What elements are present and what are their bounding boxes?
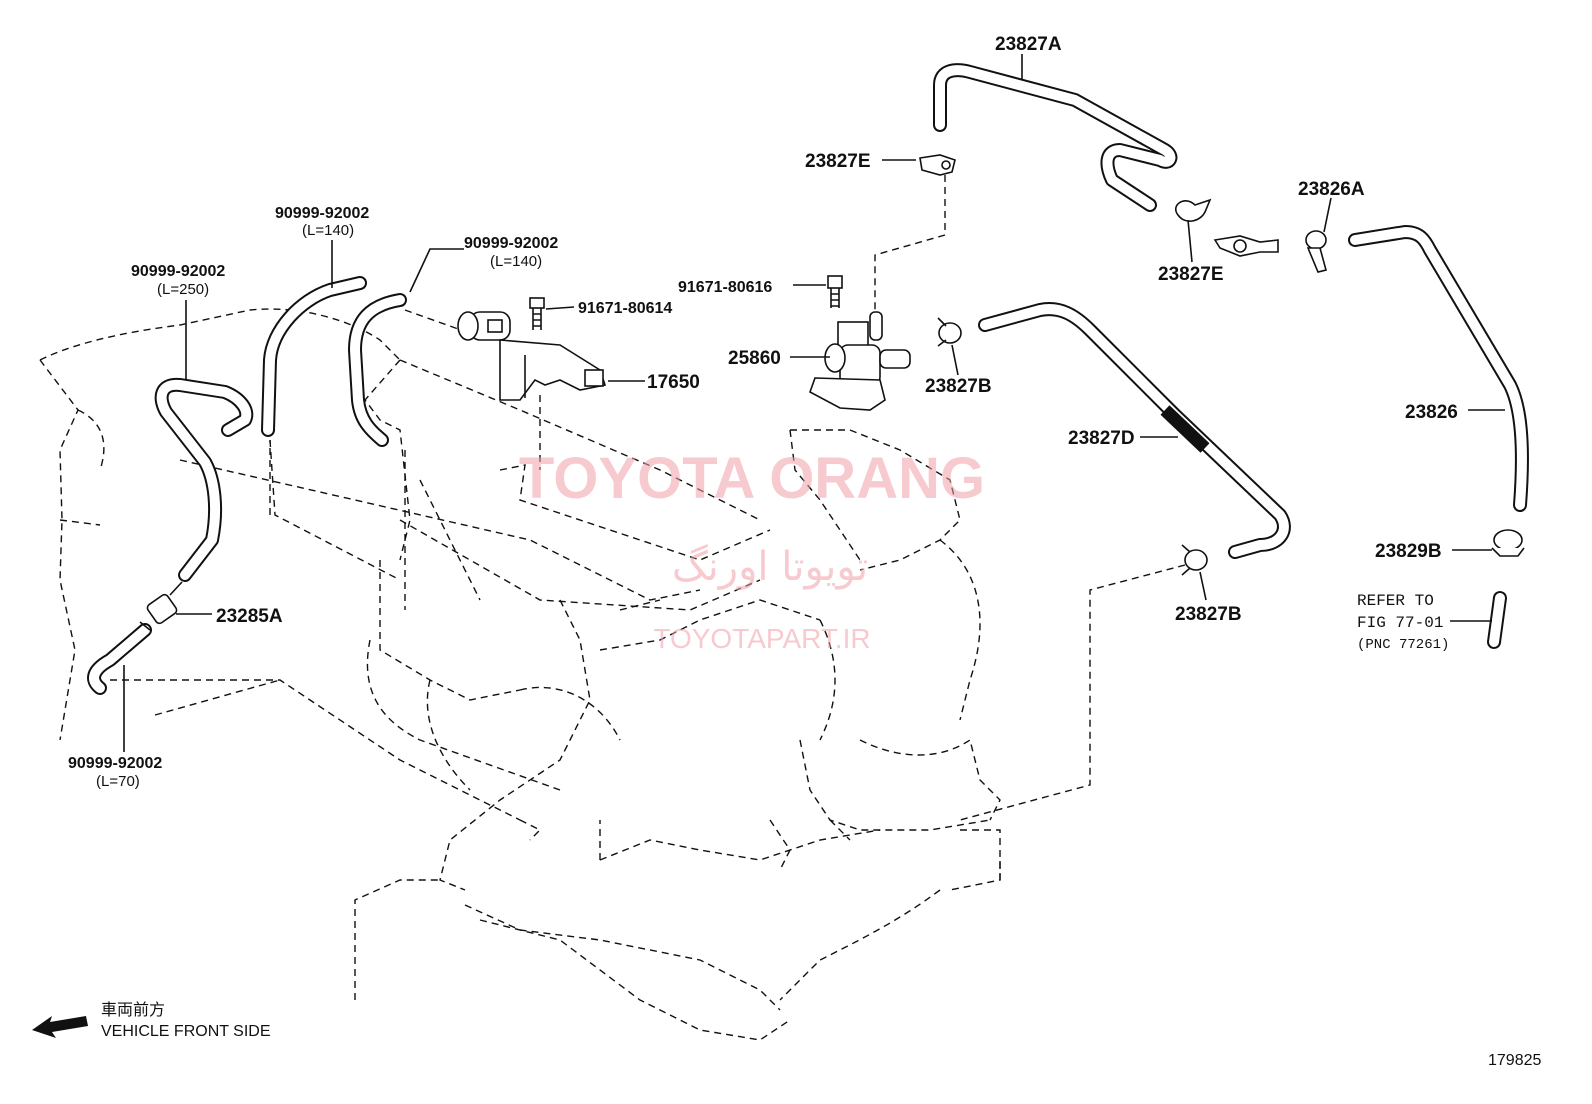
clamp-23827B-lower bbox=[1181, 544, 1208, 576]
hose-L70 bbox=[87, 623, 152, 695]
label-hose-250-len: (L=250) bbox=[157, 281, 209, 298]
watermark-title: TOYOTA ORANG bbox=[519, 446, 985, 511]
joint-23827E-mid bbox=[1213, 235, 1279, 257]
clamp-23827E-mid bbox=[1175, 198, 1212, 222]
label-hose-70: 90999-92002 bbox=[68, 755, 162, 772]
watermark-farsi: تویوتا اورنگ bbox=[672, 544, 868, 590]
refer-line-2: FIG 77-01 bbox=[1357, 614, 1443, 632]
label-91671-80614: 91671-80614 bbox=[578, 300, 672, 317]
bolt-91671-80614 bbox=[529, 297, 545, 330]
front-label-jp: 車両前方 bbox=[101, 1000, 165, 1019]
label-91671-80616: 91671-80616 bbox=[678, 279, 772, 296]
label-23827E-mid: 23827E bbox=[1158, 264, 1224, 285]
label-23827B-upper: 23827B bbox=[925, 376, 992, 397]
label-23827A: 23827A bbox=[995, 34, 1062, 55]
clamp-23829B bbox=[1491, 529, 1525, 557]
hose-L140-a bbox=[261, 276, 367, 437]
front-label-en: VEHICLE FRONT SIDE bbox=[101, 1023, 271, 1040]
label-hose-140-a: 90999-92002 bbox=[275, 205, 369, 222]
label-hose-70-len: (L=70) bbox=[96, 773, 140, 790]
clamp-23827B-upper bbox=[937, 317, 962, 347]
label-17650: 17650 bbox=[647, 372, 700, 393]
label-23285A: 23285A bbox=[216, 606, 283, 627]
hose-23827D bbox=[978, 302, 1291, 559]
refer-note: REFER TO FIG 77-01 (PNC 77261) bbox=[1357, 592, 1449, 653]
clamp-23826A bbox=[1305, 230, 1327, 273]
refer-line-3: (PNC 77261) bbox=[1357, 637, 1449, 653]
clip-23827E-top bbox=[919, 154, 956, 176]
leader-lines bbox=[123, 54, 1505, 752]
label-hose-140-b-len: (L=140) bbox=[490, 253, 542, 270]
label-hose-250: 90999-92002 bbox=[131, 263, 225, 280]
pipe-refer bbox=[1487, 591, 1507, 649]
part-labels: 23827A 23827E 23826A 23827E 91671-80616 … bbox=[68, 34, 1458, 790]
vsv-25860 bbox=[809, 311, 911, 411]
vehicle-front-indicator: 車両前方 VEHICLE FRONT SIDE bbox=[32, 1000, 271, 1040]
refer-line-1: REFER TO bbox=[1357, 592, 1434, 610]
watermark-site: TOYOTAPART.IR bbox=[653, 623, 870, 654]
vsv-17650 bbox=[457, 311, 607, 401]
label-hose-140-a-len: (L=140) bbox=[302, 222, 354, 239]
front-arrow-icon bbox=[32, 1016, 88, 1038]
label-23826: 23826 bbox=[1405, 402, 1458, 423]
hose-L140-b bbox=[348, 293, 407, 447]
label-23827E-top: 23827E bbox=[805, 151, 871, 172]
label-hose-140-b: 90999-92002 bbox=[464, 235, 558, 252]
figure-id: 179825 bbox=[1488, 1052, 1541, 1069]
engine-outline bbox=[39, 308, 1001, 1041]
label-25860: 25860 bbox=[728, 348, 781, 369]
hose-23827A bbox=[933, 63, 1178, 212]
label-23827B-lower: 23827B bbox=[1175, 604, 1242, 625]
label-23827D: 23827D bbox=[1068, 428, 1135, 449]
bolt-91671-80616 bbox=[827, 275, 843, 308]
leader-dashes bbox=[269, 175, 1186, 821]
valve-23285A bbox=[139, 581, 183, 631]
hose-23826 bbox=[1348, 225, 1529, 512]
label-23829B: 23829B bbox=[1375, 541, 1442, 562]
hose-L250 bbox=[154, 377, 254, 582]
watermark: TOYOTA ORANG تویوتا اورنگ TOYOTAPART.IR bbox=[519, 446, 985, 654]
label-23826A: 23826A bbox=[1298, 179, 1365, 200]
